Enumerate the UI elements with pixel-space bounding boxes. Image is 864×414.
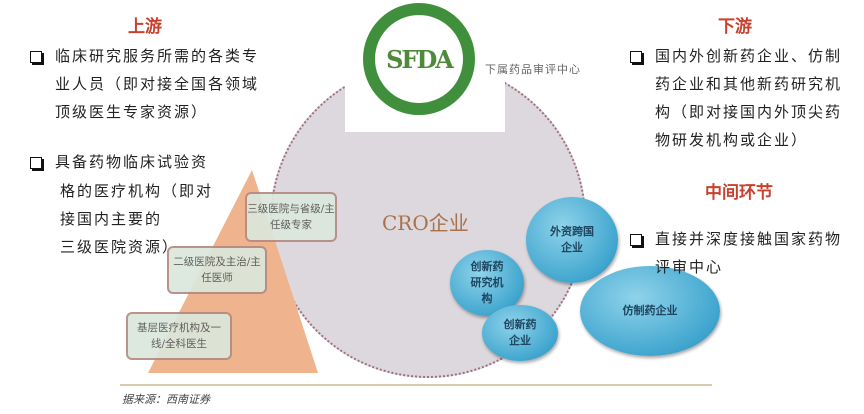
- upstream-title: 上游: [128, 17, 162, 37]
- pyramid-tier-middle: 二级医院及主治/主任医师: [167, 246, 267, 294]
- pyramid-tier-top: 三级医院与省级/主任级专家: [245, 192, 337, 242]
- bubble-innovative-research: 创新药研究机构: [450, 250, 524, 316]
- checkbox-icon: [30, 51, 42, 63]
- upstream-text: 业人员（即对接全国各领域: [55, 75, 260, 93]
- divider: [120, 384, 712, 386]
- middle-title: 中间环节: [705, 183, 773, 203]
- middle-text: 评审中心: [655, 258, 724, 276]
- downstream-text: 物研发机构或企业）: [655, 131, 809, 149]
- upstream-text: 接国内主要的: [60, 210, 163, 228]
- downstream-title: 下游: [718, 17, 752, 37]
- upstream-text: 三级医院资源）: [60, 238, 180, 256]
- upstream-text: 临床研究服务所需的各类专: [55, 47, 260, 65]
- upstream-text: 顶级医生专家资源）: [55, 103, 209, 121]
- sfda-logo: SFDA: [345, 0, 505, 132]
- bubble-foreign-multinational: 外资跨国企业: [526, 197, 618, 283]
- logo-text: SFDA: [386, 44, 454, 74]
- checkbox-icon: [630, 234, 642, 246]
- bubble-generic-enterprise: 仿制药企业: [580, 266, 720, 356]
- middle-text: 直接并深度接触国家药物: [655, 230, 843, 248]
- upstream-text: 具备药物临床试验资: [55, 153, 209, 171]
- downstream-text: 国内外创新药企业、仿制: [655, 47, 843, 65]
- checkbox-icon: [630, 51, 642, 63]
- downstream-text: 构（即对接国内外顶尖药: [655, 103, 843, 121]
- review-center-label: 下属药品审评中心: [485, 63, 581, 76]
- source-note: 据来源：西南证券: [122, 393, 210, 406]
- cro-label: CRO企业: [382, 211, 469, 235]
- checkbox-icon: [30, 157, 42, 169]
- downstream-text: 药企业和其他新药研究机: [655, 75, 843, 93]
- pyramid-tier-base: 基层医疗机构及一线/全科医生: [126, 312, 232, 360]
- bubble-innovative-enterprise: 创新药企业: [482, 305, 558, 361]
- upstream-text: 格的医疗机构（即对: [60, 182, 214, 200]
